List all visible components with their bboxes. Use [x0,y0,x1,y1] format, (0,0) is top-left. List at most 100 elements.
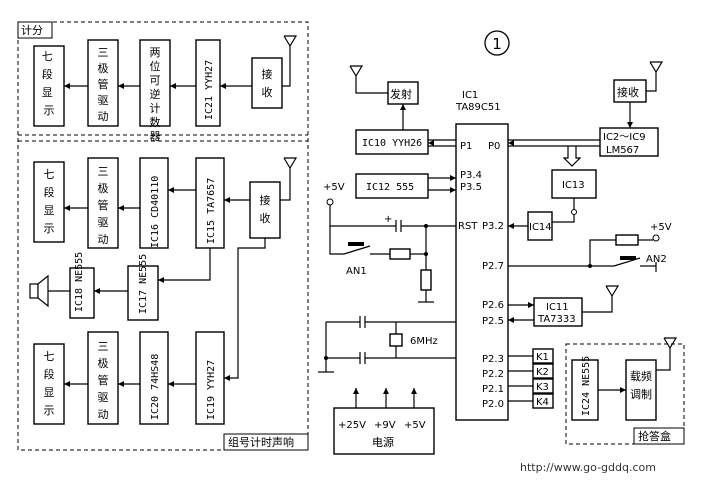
pin-rst: RST [458,221,478,232]
wire-vcc-left [329,205,346,227]
ic21-label: IC21 YYH27 [204,60,215,120]
an2-label: AN2 [646,254,667,265]
key-4-label: K4 [536,397,549,408]
ic11-antenna-icon [605,285,620,298]
antenna-1-icon [283,35,298,48]
group-label-box [223,433,309,451]
vcc-right-label: +5V [650,222,672,233]
wire-r-node [589,239,616,266]
pullup-resistor-right [615,234,639,246]
transistor-driver-3 [87,331,119,425]
arrowhead [411,388,417,394]
arrowhead [224,197,230,203]
wire-ic15-ic17 [158,248,211,281]
pin-p34: P3.4 [460,170,482,181]
arrowhead [400,104,406,110]
seg1-c2: 段 [42,67,53,81]
arrowhead [64,205,70,211]
ic12-label: IC12 555 [366,182,414,193]
answer-box-frame [565,343,685,445]
arrowhead [118,83,124,89]
pin-p21: P2.1 [482,384,504,395]
ic18-label: IC18 NE555 [74,252,85,312]
ic19-label: IC19 YYH27 [206,360,217,420]
arrowhead [508,140,514,146]
key-3-label: K3 [536,382,549,393]
pin-p22: P2.2 [482,369,504,380]
ic16-block [139,157,169,249]
vcc-left-terminal [326,198,334,206]
arrowhead [508,223,514,229]
ic11-block [533,297,583,327]
ic2-ic9-block [599,127,659,157]
diagram-number: 1 [492,35,502,53]
arrowhead [428,140,434,146]
ic18-block [69,267,95,319]
seven-seg-3-label: 七段显示 [44,350,55,417]
seg1-c3: 显 [42,86,53,99]
cap-plus: + [384,214,392,225]
wire-an1 [329,226,344,255]
answer-box-label: 抢答盒 [638,429,671,443]
transmit-label: 发射 [390,87,412,101]
an1-switch-icon [343,245,371,255]
seg1-c4: 示 [44,104,55,117]
seven-seg-2-label: 七段显示 [44,168,55,235]
arrowhead [627,122,633,128]
wire-ic13-ic14 [552,215,575,223]
junction [588,264,592,268]
seven-seg-display-3 [33,343,65,425]
group-label: 组号计时声响 [228,435,294,449]
ic12-block [355,173,429,199]
carrier-mod-label: 载频调制 [630,369,652,401]
an1-label: AN1 [346,266,367,277]
arrowhead [118,205,124,211]
pin-p32: P3.2 [482,221,504,232]
receiver-2-label: 接收 [260,194,271,225]
key-2-label: K2 [536,367,549,378]
ic10-label: IC10 YYH26 [362,138,422,149]
pin-p26: P2.6 [482,300,504,311]
receive-label: 接收 [617,85,639,99]
ic1-main-chip [455,123,509,421]
power-supply-block [333,407,435,455]
arrowhead [94,288,100,294]
an2-button-icon [620,256,636,260]
pin-p27: P2.7 [482,261,504,272]
receiver-1-label: 接收 [262,68,273,99]
arrowhead [353,388,359,394]
score-label-box [17,21,53,39]
arrowhead [383,388,389,394]
ic17-block [127,265,159,321]
pin-p25: P2.5 [482,316,504,327]
antenna-2-wire [280,168,291,201]
arrowhead [450,175,456,181]
crystal-freq: 6MHz [410,336,438,347]
ic1-name: IC1 [462,90,478,101]
driver-1-label: 三极管驱动 [98,46,109,123]
wire-rx2-ic19 [224,238,266,379]
tx-antenna-icon [349,65,364,78]
ic21-block [195,39,221,127]
series-resistor [389,248,411,260]
antenna-1-wire [282,46,291,87]
arrowhead [450,187,456,193]
arrowhead [224,375,230,381]
arrowhead [508,317,514,323]
pin-p23: P2.3 [482,354,504,365]
antenna-2-icon [283,157,298,170]
tx-antenna-wire [355,76,388,94]
junction [424,252,428,256]
ic15-label: IC15 TA7657 [206,178,217,244]
diagram-number-circle [484,30,510,56]
arrowhead [118,381,124,387]
ic24-label: IC24 NE555 [581,356,592,416]
arrowhead [170,83,176,89]
driver-2-label: 三极管驱动 [98,165,109,246]
mod-antenna-wire [656,348,671,371]
pin-p1: P1 [460,141,472,152]
vcc-left-label: +5V [323,182,345,193]
ic10-block [355,129,429,155]
ic14-label: IC14 [529,222,552,233]
